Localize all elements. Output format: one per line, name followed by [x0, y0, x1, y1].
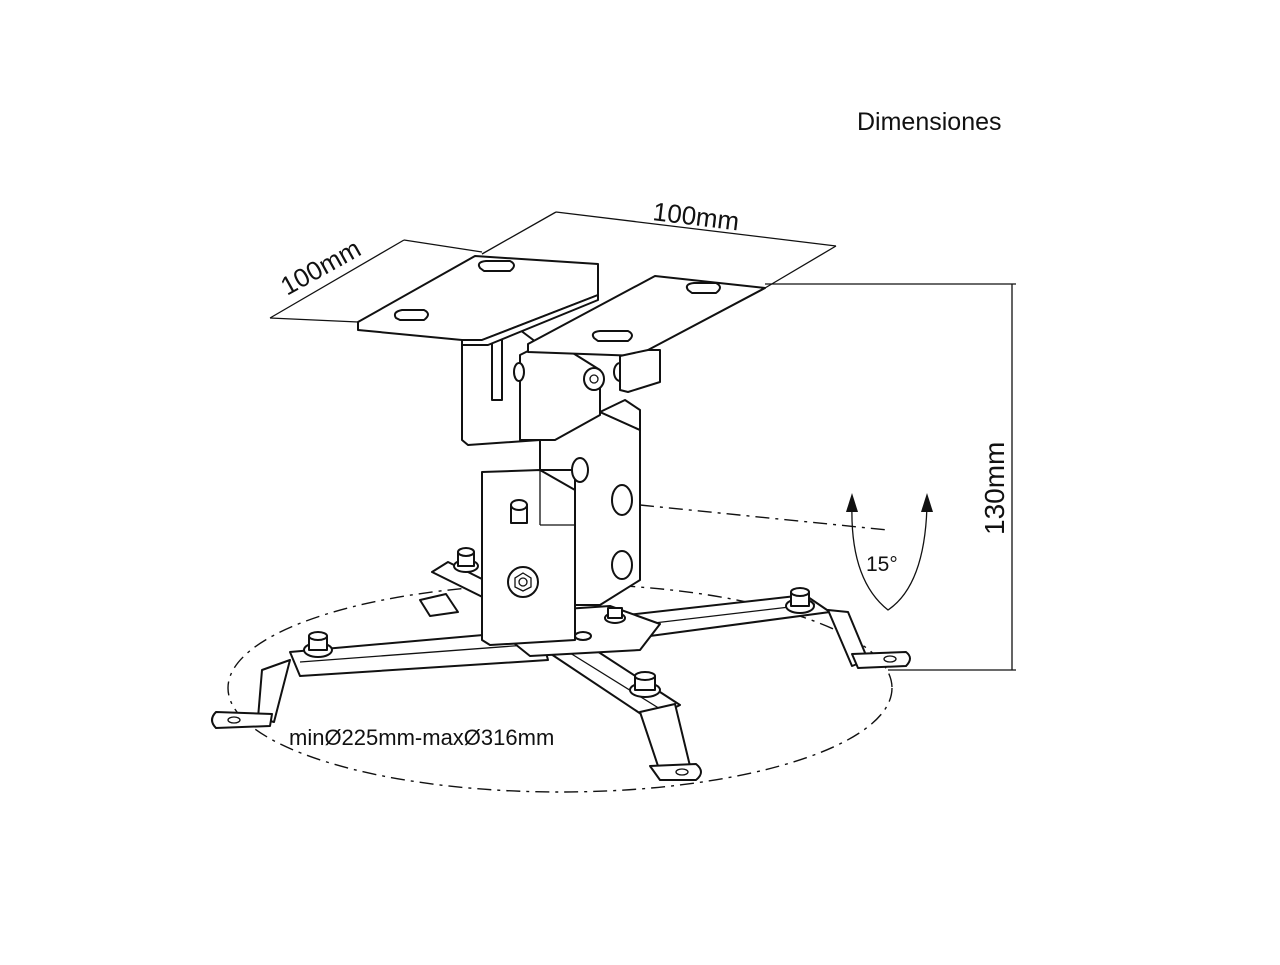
tilt-angle-label: 15°	[866, 553, 898, 576]
tilt-arrows	[846, 493, 933, 611]
tilt-bracket	[481, 399, 641, 646]
bolt-hub	[574, 607, 626, 641]
dimension-lines	[269, 211, 1016, 671]
ceiling-plate-left	[357, 255, 599, 346]
bolt-front-left	[303, 631, 333, 658]
tilt-arrow-right-icon	[921, 493, 933, 512]
ceiling-plate-right	[527, 275, 766, 393]
bolt-back-left	[453, 547, 479, 573]
arm-bolts	[303, 547, 815, 698]
footprint-ellipse	[227, 583, 893, 793]
page-title: Dimensiones	[857, 108, 1002, 136]
tilt-arrow-left-icon	[846, 493, 858, 512]
bolt-back-right	[785, 587, 815, 614]
dim-depth-label: 100mm	[275, 233, 365, 301]
bolt-front-right	[629, 671, 661, 698]
diameter-label: minØ225mm-maxØ316mm	[289, 725, 554, 750]
dim-width-label: 100mm	[651, 196, 741, 236]
dim-height-label: 130mm	[979, 442, 1010, 535]
